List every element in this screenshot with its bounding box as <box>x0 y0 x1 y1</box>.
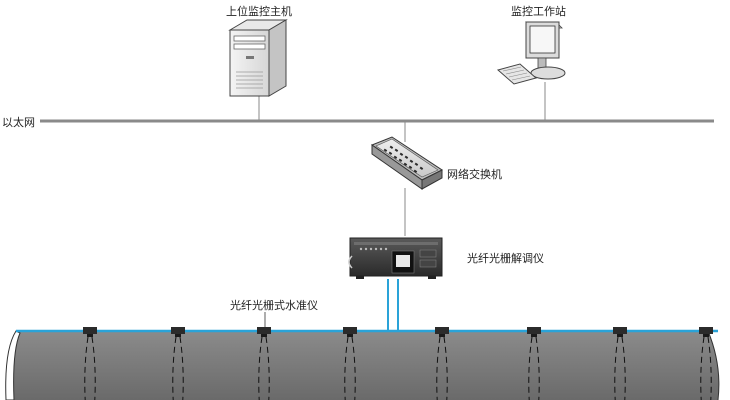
ethernet-label: 以太网 <box>2 116 35 129</box>
workstation-monitor-icon <box>496 21 566 85</box>
switch-label: 网络交换机 <box>447 168 502 181</box>
sensor-icon <box>343 327 357 400</box>
sensor-group <box>83 327 713 400</box>
server-tower-icon <box>228 19 288 97</box>
tunnel <box>5 330 720 400</box>
sensor-icon <box>613 327 627 400</box>
network-switch-icon <box>370 136 443 190</box>
leveler-label: 光纤光栅式水准仪 <box>230 299 318 312</box>
sensor-icon <box>257 327 271 400</box>
fiber-leads <box>387 279 399 331</box>
workstation-label: 监控工作站 <box>511 5 566 18</box>
sensor-icon <box>527 327 541 400</box>
connection-lines <box>258 82 546 236</box>
sensor-icon <box>699 327 713 400</box>
sensor-icon <box>171 327 185 400</box>
sensor-icon <box>435 327 449 400</box>
demodulator-label: 光纤光栅解调仪 <box>467 252 544 265</box>
host-label: 上位监控主机 <box>226 5 292 18</box>
rack-demodulator-icon <box>348 237 443 279</box>
sensor-icon <box>83 327 97 400</box>
